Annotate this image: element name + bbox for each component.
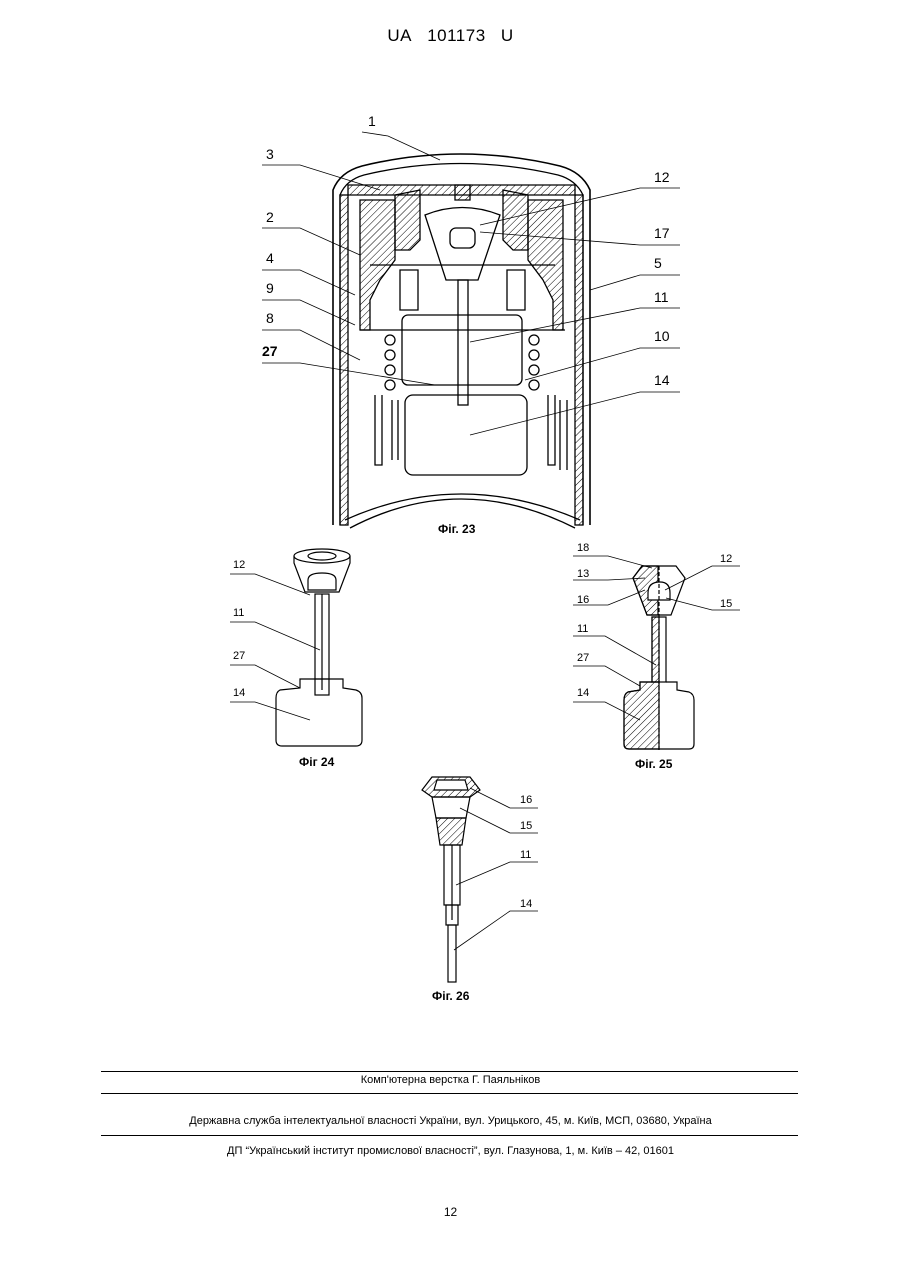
fig26-caption: Фіг. 26 [432, 989, 470, 1003]
figure-23-labels: 1 3 2 4 9 8 27 12 17 5 11 10 14 Фіг. 23 [262, 113, 670, 536]
fig23-label-14: 14 [654, 372, 670, 388]
fig26-label-16: 16 [520, 794, 532, 806]
fig23-label-8: 8 [266, 310, 274, 326]
fig25-label-16: 16 [577, 594, 589, 606]
fig23-label-9: 9 [266, 280, 274, 296]
fig26-label-14: 14 [520, 898, 532, 910]
fig24-label-14: 14 [233, 687, 245, 699]
figure-24 [276, 549, 362, 746]
fig24-label-12: 12 [233, 559, 245, 571]
fig23-label-12: 12 [654, 169, 670, 185]
figure-23-leaders [262, 132, 680, 435]
figure-26 [422, 777, 480, 982]
footer-agency: Державна служба інтелектуальної власност… [0, 1115, 901, 1127]
fig23-label-11: 11 [654, 289, 669, 305]
fig25-label-12: 12 [720, 553, 732, 565]
fig25-label-15: 15 [720, 598, 732, 610]
fig26-label-15: 15 [520, 820, 532, 832]
figure-23 [333, 154, 590, 528]
page-number: 12 [0, 1205, 901, 1219]
fig24-caption: Фіг 24 [299, 755, 335, 769]
fig25-caption: Фіг. 25 [635, 757, 673, 771]
fig24-label-11: 11 [233, 607, 244, 619]
fig23-label-27: 27 [262, 343, 278, 359]
fig23-label-5: 5 [654, 255, 662, 271]
footer-divider-1 [101, 1071, 798, 1072]
fig25-label-11: 11 [577, 623, 588, 635]
fig26-label-11: 11 [520, 849, 531, 861]
fig23-label-17: 17 [654, 225, 670, 241]
footer-divider-2 [101, 1093, 798, 1094]
fig25-label-13: 13 [577, 568, 589, 580]
fig24-label-27: 27 [233, 650, 245, 662]
fig23-label-1: 1 [368, 113, 376, 129]
fig23-label-3: 3 [266, 146, 274, 162]
fig25-label-14: 14 [577, 687, 589, 699]
footer-institute: ДП “Український інститут промислової вла… [0, 1145, 901, 1157]
fig23-caption: Фіг. 23 [438, 522, 476, 536]
footer-typesetter: Комп'ютерна верстка Г. Паяльніков [0, 1074, 901, 1086]
fig25-label-18: 18 [577, 542, 589, 554]
fig25-label-27: 27 [577, 652, 589, 664]
footer-divider-3 [101, 1135, 798, 1136]
fig23-label-4: 4 [266, 250, 274, 266]
fig23-label-10: 10 [654, 328, 670, 344]
fig23-label-2: 2 [266, 209, 274, 225]
